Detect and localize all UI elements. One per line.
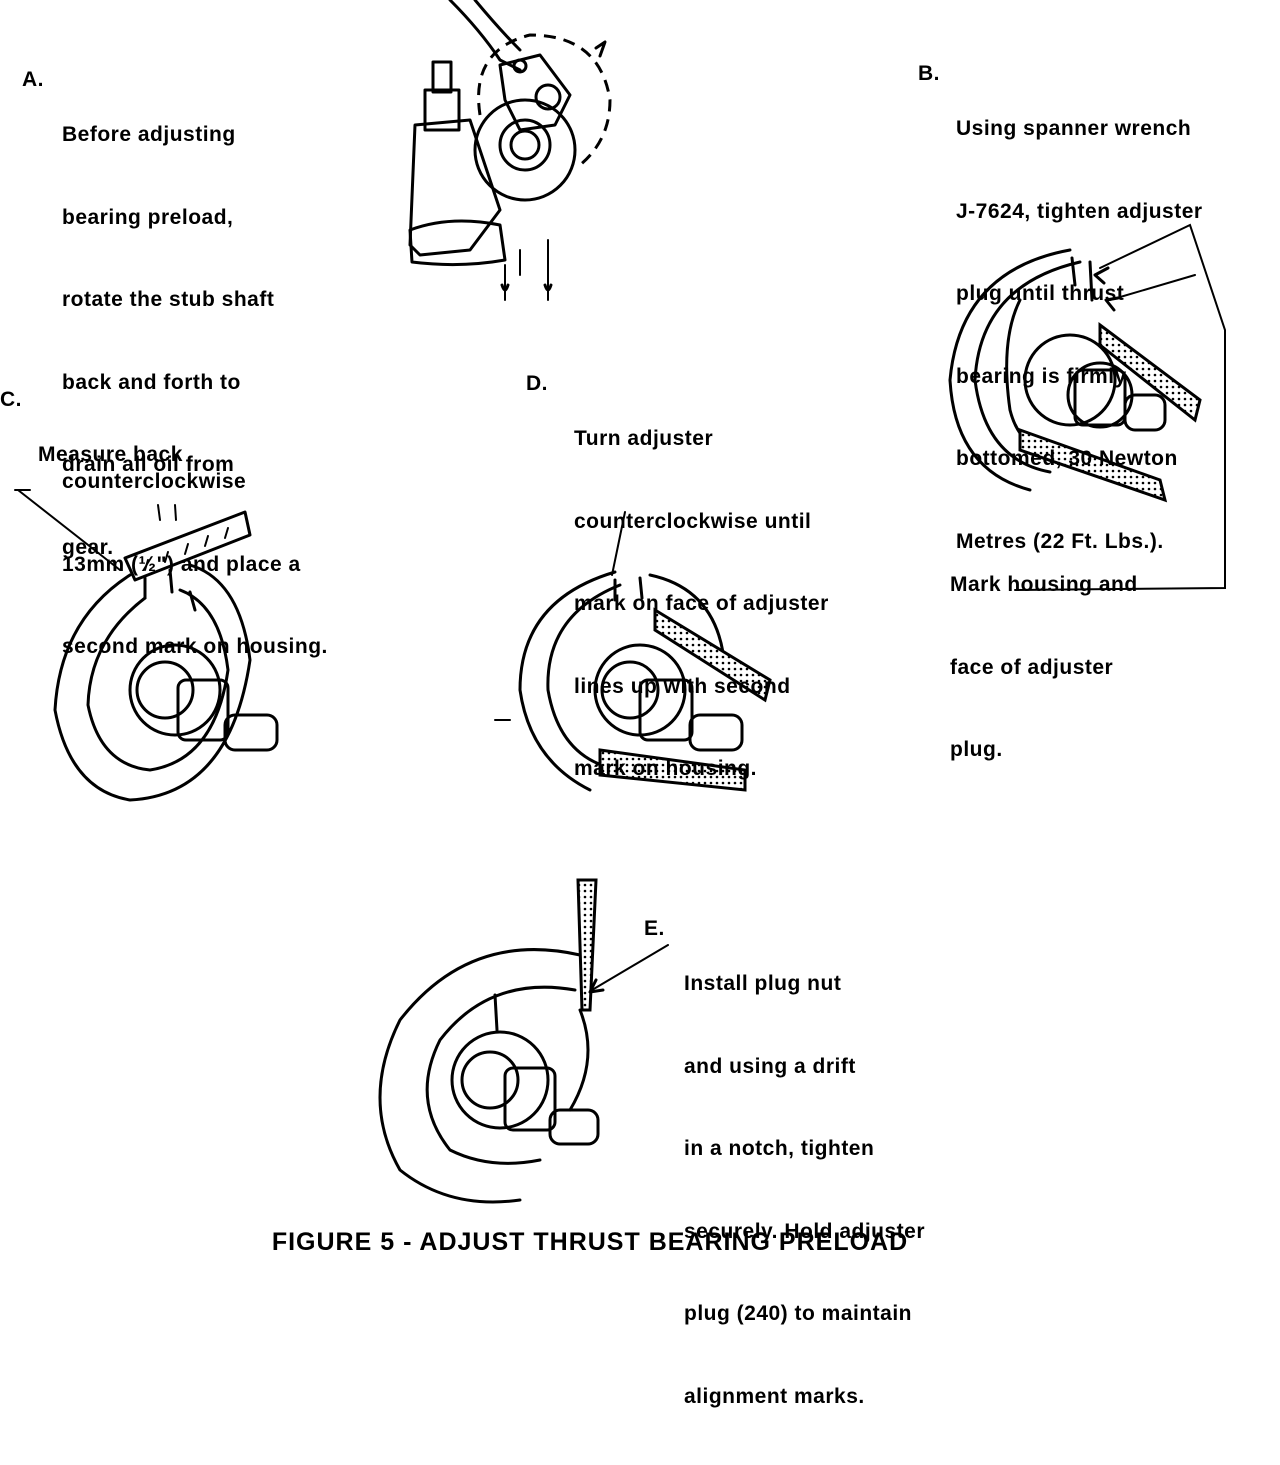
adjuster-plug-drawing-b [948,223,1226,591]
step-e-line: plug (240) to maintain [684,1302,913,1325]
callout-line: face of adjuster [950,655,1114,679]
step-c-line: Measure back [38,443,183,466]
step-c-letter: C. [0,388,22,411]
step-b-letter: B. [918,62,940,85]
step-b-line: Using spanner wrench [956,117,1192,140]
step-e-caption: E. Install plug nut and using a drift in… [644,915,925,1408]
step-e-letter: E. [644,917,665,940]
step-b-line: bottomed, 30 Newton [956,447,1178,470]
step-d-line: lines up with second [574,674,791,698]
step-c-line: 13mm (½") and place a [62,552,301,576]
step-d-line: mark on housing. [574,757,758,780]
step-a-line: gear. [62,535,114,559]
step-a-letter: A. [22,68,44,91]
adjuster-plug-drawing-e [378,878,669,1204]
step-e-line: and using a drift [684,1054,856,1078]
adjuster-plug-drawing-c [14,489,279,802]
step-c-line: second mark on housing. [62,635,328,658]
figure-title: FIGURE 5 - ADJUST THRUST BEARING PRELOAD [271,1228,909,1256]
step-a-line: back and forth to [62,370,241,394]
step-d-letter: D. [526,372,548,395]
step-c-caption: C. Measure back counterclockwise 13mm (½… [0,386,327,658]
illustration-canvas [14,0,1226,1204]
step-d-line: mark on face of adjuster [574,592,829,615]
step-a-line: rotate the stub shaft [62,288,275,311]
callout-line: Mark housing and [950,573,1138,596]
adjuster-plug-drawing-d [494,511,772,792]
step-a-caption: A. Before adjusting bearing preload, rot… [22,66,274,559]
steering-gear-drawing-a [408,0,612,301]
callout-line: plug. [950,738,1003,761]
step-e-line: in a notch, tighten [684,1137,875,1160]
step-b-line: bearing is firmly [956,364,1127,388]
step-b-caption: B. Using spanner wrench J-7624, tighten … [918,60,1202,553]
step-d-caption: D. Turn adjuster counterclockwise until … [526,370,828,780]
step-c-line: counterclockwise [62,470,247,493]
step-b-callout: Mark housing and face of adjuster plug. [950,516,1138,791]
step-d-line: Turn adjuster [574,427,714,450]
step-b-line: plug until thrust [956,282,1125,305]
step-a-line: drain all oil from [62,453,235,476]
step-a-line: Before adjusting [62,123,236,146]
step-e-line: alignment marks. [684,1384,865,1408]
step-e-line: Install plug nut [684,972,842,995]
step-e-line: securely. Hold adjuster [684,1219,926,1243]
step-b-line: Metres (22 Ft. Lbs.). [956,529,1164,553]
step-d-line: counterclockwise until [574,509,812,533]
step-b-line: J-7624, tighten adjuster [956,199,1203,223]
step-a-line: bearing preload, [62,205,234,229]
